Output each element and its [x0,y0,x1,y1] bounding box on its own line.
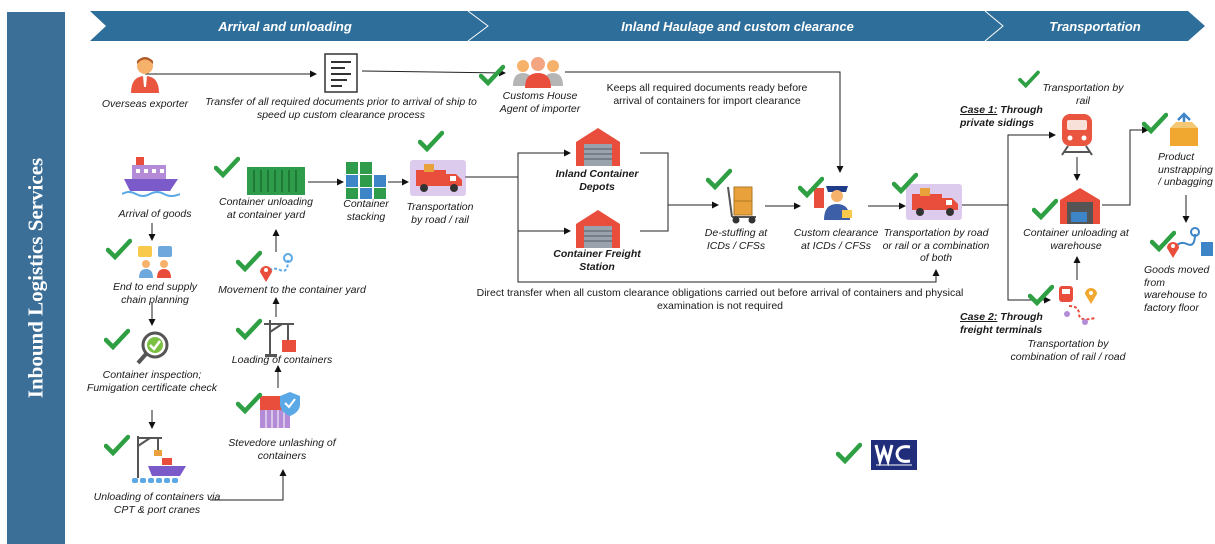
label-destuffing: De-stuffing at ICDs / CFSs [704,227,768,252]
banner-arrival: Arrival and unloading [218,18,352,34]
label-stevedore: Stevedore unlashing of containers [228,437,336,462]
label-product-unstrapping: Product unstrapping / unbagging [1158,151,1213,189]
label-transfer-documents: Transfer of all required documents prior… [205,96,477,121]
person-icon [131,57,159,93]
check-icon [104,434,130,456]
label-direct-transfer: Direct transfer when all custom clearanc… [476,287,964,313]
check-icon [236,318,262,340]
label-transport-road-rail: Transportation by road / rail [406,201,474,226]
check-icon [892,172,918,194]
banner-inland: Inland Haulage and custom clearance [621,18,854,34]
label-transport-combo: Transportation by road or rail or a comb… [882,227,990,265]
container-icon [247,167,305,195]
label-customs-agent: Customs House Agent of importer [499,90,581,115]
sidebar [7,12,65,544]
label-container-stacking: Container stacking [343,198,389,223]
port-crane-icon [132,436,186,483]
banner-chevrons [90,10,1205,42]
label-goods-moved: Goods moved from warehouse to factory fl… [1144,264,1210,314]
label-container-warehouse: Container unloading at warehouse [1023,227,1129,252]
check-icon [479,64,505,86]
check-icon [418,130,444,152]
route-icon [1167,227,1213,258]
truck-icon [906,184,962,220]
check-icon [706,168,732,190]
wc-logo-icon [871,440,917,470]
check-icon [1142,112,1168,134]
banner-transportation: Transportation [1049,18,1141,34]
check-icon [836,442,862,464]
label-arrival-goods: Arrival of goods [118,208,192,220]
container-shield-icon [260,392,300,428]
stacking-icon [346,162,386,199]
check-icon [104,328,130,350]
unboxing-icon [1170,112,1198,146]
planning-icon [138,246,172,278]
label-transport-rail-road: Transportation by combination of rail / … [1010,338,1126,363]
check-icon [106,238,132,260]
crane-icon [264,320,296,357]
customs-officer-icon [814,186,852,220]
rail-road-icon [1059,286,1097,325]
case2-rest: Through freight terminals [960,311,1043,336]
case1-rest: Through private sidings [960,104,1043,129]
ship-icon [122,157,180,197]
truck-icon [410,160,466,196]
check-icon [1018,70,1040,88]
label-case1: Case 1: Through private sidings [960,104,1060,129]
label-case2: Case 2: Through freight terminals [960,311,1060,336]
check-icon [236,250,262,272]
label-container-unloading-yard: Container unloading at container yard [219,196,313,221]
check-icon [236,392,262,414]
warehouse-icon [576,210,620,248]
route-icon [260,253,293,282]
label-keeps-documents: Keeps all required documents ready befor… [606,82,808,108]
label-transport-rail: Transportation by rail [1042,82,1124,107]
warehouse-icon [1060,188,1100,224]
label-movement-yard: Movement to the container yard [218,284,366,296]
label-overseas-exporter: Overseas exporter [101,98,189,110]
case1-prefix: Case 1: [960,104,998,116]
label-custom-clearance: Custom clearance at ICDs / CFSs [793,227,879,252]
check-icon [798,176,824,198]
train-icon [1061,114,1093,156]
label-supply-chain-planning: End to end supply chain planning [112,281,198,306]
case2-prefix: Case 2: [960,311,998,323]
check-icon [1028,284,1054,306]
magnifier-icon [136,331,169,365]
label-loading-containers: Loading of containers [231,354,333,366]
check-icon [214,156,240,178]
warehouse-icon [576,128,620,166]
label-unloading-cpt: Unloading of containers via CPT & port c… [93,491,221,516]
label-icd: Inland Container Depots [555,168,639,193]
check-icon [1032,198,1058,220]
hand-truck-icon [727,186,756,224]
label-container-inspection: Container inspection; Fumigation certifi… [86,369,218,394]
check-icon [1150,230,1176,252]
document-icon [324,53,358,93]
agent-group-icon [513,57,563,88]
label-cfs: Container Freight Station [553,248,641,273]
